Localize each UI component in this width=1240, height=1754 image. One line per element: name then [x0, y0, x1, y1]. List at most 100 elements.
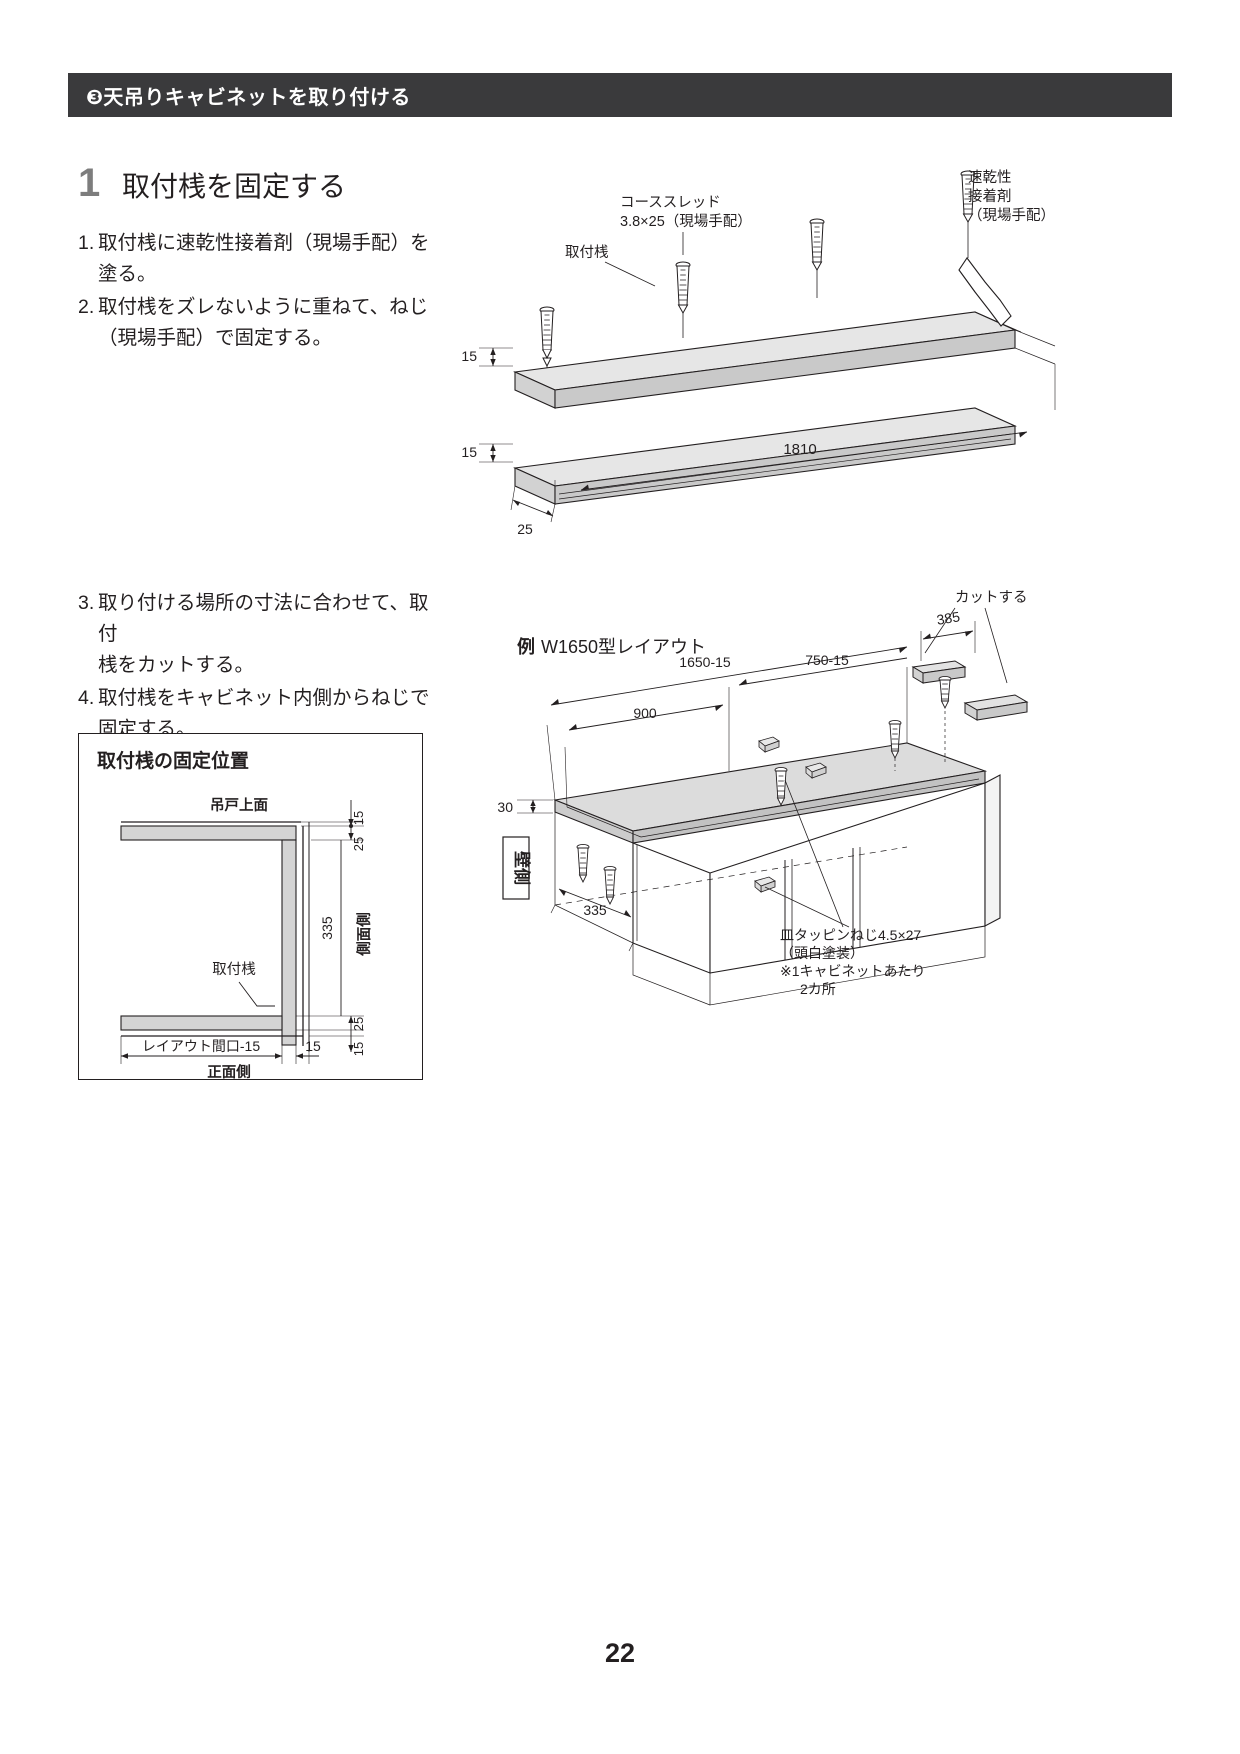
ext-line: [564, 746, 568, 808]
label-side-face: 側面側: [355, 912, 373, 957]
dim-line-385: [922, 630, 974, 640]
list-item-line: （現場手配）で固定する。: [98, 327, 333, 349]
dim-385: 385: [935, 608, 961, 627]
dim-line-335: [558, 888, 632, 918]
leader-line-cut: [984, 607, 1008, 684]
arrow-head: [490, 455, 496, 462]
label-coarse-thread-line2: 3.8×25（現場手配）: [620, 213, 752, 230]
rail-position-figure-box: 取付桟の固定位置 吊戸上面 15: [78, 733, 423, 1081]
figure-box-title: 取付桟の固定位置: [97, 751, 250, 772]
depth-line: [1014, 329, 1056, 347]
ext-line: [628, 942, 634, 952]
list-item: 3. 取り付ける場所の寸法に合わせて、取付 桟をカットする。: [78, 588, 438, 681]
list-item-number: 2.: [78, 296, 95, 318]
hinge-plate-icon: [754, 876, 776, 893]
ext-line: [546, 724, 556, 801]
dim-line-900: [568, 704, 724, 731]
list-item-line: 桟をカットする。: [98, 654, 255, 676]
screw-icon: [603, 865, 617, 906]
dim-900: 900: [633, 705, 657, 721]
label-adhesive-line3: （現場手配）: [968, 207, 1055, 224]
dim-25: 25: [517, 521, 533, 537]
dim-opening: レイアウト間口-15: [142, 1038, 260, 1054]
hinge-plate-icon: [805, 762, 827, 779]
screw-icon: [960, 170, 976, 224]
dim-335-bottom: 335: [583, 902, 607, 918]
rail-assembly-isometric-diagram: コーススレッド 3.8×25（現場手配） 速乾性 接着剤 （現場手配） 取付桟: [461, 169, 1056, 537]
dim-line-1810: [580, 431, 1028, 491]
arrow-head: [490, 444, 496, 451]
dim-25-top: 25: [351, 837, 366, 851]
arrow-head: [490, 359, 496, 366]
list-item-number: 4.: [78, 687, 95, 709]
cut-piece-1-left: [912, 666, 924, 684]
depth-line: [1014, 347, 1056, 365]
arrow-head: [530, 800, 536, 806]
list-item-line: 取付桟をキャビネット内側からねじで: [98, 687, 430, 709]
label-wall-side: 壁側: [512, 851, 532, 885]
dim-15-bottom: 15: [351, 1042, 366, 1056]
label-adhesive-line1: 速乾性: [968, 169, 1012, 186]
panel-groove: [566, 806, 642, 838]
arrow-head: [581, 484, 589, 490]
list-item-number: 1.: [78, 232, 95, 254]
dim-1650: 1650-15: [679, 654, 731, 670]
rail-band-horizontal: [120, 825, 297, 841]
ext-line: [510, 485, 516, 511]
hinge-plate-icon: [758, 736, 780, 753]
screw-icon: [539, 306, 555, 368]
arrow-head: [348, 1045, 354, 1052]
list-item-line: 塗る。: [98, 263, 157, 285]
screw-icon: [675, 261, 691, 315]
dim-25-bottom: 25: [351, 1017, 366, 1031]
dim-1810: 1810: [783, 441, 816, 458]
arrow-head: [490, 348, 496, 355]
list-item-text: 取付桟に速乾性接着剤（現場手配）を 塗る。: [98, 228, 438, 290]
arrow-head: [1019, 432, 1027, 438]
ext-line: [550, 904, 556, 914]
arrow-head: [348, 819, 354, 826]
screw-icon: [809, 218, 825, 272]
cut-piece-2-left: [964, 702, 978, 721]
cabinet-left-side-panel: [632, 842, 711, 974]
dim-15-upper: 15: [461, 348, 477, 364]
arrow-head: [530, 807, 536, 813]
label-top-face: 吊戸上面: [210, 797, 268, 814]
dim-15-right: 15: [305, 1038, 321, 1054]
step-number: 1: [78, 161, 101, 205]
screw-icon: [888, 719, 902, 760]
label-rail-top: 取付桟: [565, 244, 609, 261]
label-example-prefix: 例: [517, 636, 535, 657]
label-adhesive-line2: 接着剤: [968, 188, 1012, 205]
construction-line: [632, 943, 711, 1006]
arrow-head: [275, 1053, 282, 1059]
dim-750: 750-15: [805, 652, 849, 668]
list-item: 2. 取付桟をズレないように重ねて、ねじ （現場手配）で固定する。: [78, 292, 438, 354]
arrow-head: [899, 647, 907, 653]
arrow-head: [559, 889, 566, 896]
dim-dot: [349, 824, 353, 828]
list-item-line: 取り付ける場所の寸法に合わせて、取付: [98, 592, 429, 645]
arrow-head: [348, 1016, 354, 1023]
dim-15-top: 15: [351, 811, 366, 825]
dim-line-25: [512, 499, 554, 517]
cabinet-layout-isometric-diagram: 例 W1650型レイアウト カットする: [497, 589, 1029, 1006]
label-screw-line4: 2カ所: [800, 981, 836, 997]
label-front-face: 正面側: [207, 1063, 251, 1081]
arrow-head: [513, 500, 520, 506]
leader-line-screw-callout: [784, 779, 844, 928]
dim-30: 30: [497, 799, 513, 815]
list-item: 1. 取付桟に速乾性接着剤（現場手配）を 塗る。: [78, 228, 438, 290]
wall-side-label-box: [502, 836, 530, 900]
instruction-list-a: 1. 取付桟に速乾性接着剤（現場手配）を 塗る。 2. 取付桟をズレないように重…: [78, 228, 438, 356]
list-item-line: 取付桟をズレないように重ねて、ねじ: [98, 296, 429, 318]
dim-line-750: [738, 657, 908, 686]
nozzle-edge: [958, 269, 976, 293]
construction-line: [709, 926, 986, 1006]
section-header-bar: ❸天吊りキャビネットを取り付ける: [68, 73, 1172, 117]
label-screw-line2: （頭白塗装）: [780, 945, 864, 961]
list-item-line: 取付桟に速乾性接着剤（現場手配）を: [98, 232, 430, 254]
arrow-head: [551, 699, 559, 705]
dim-line-1650: [550, 646, 908, 706]
